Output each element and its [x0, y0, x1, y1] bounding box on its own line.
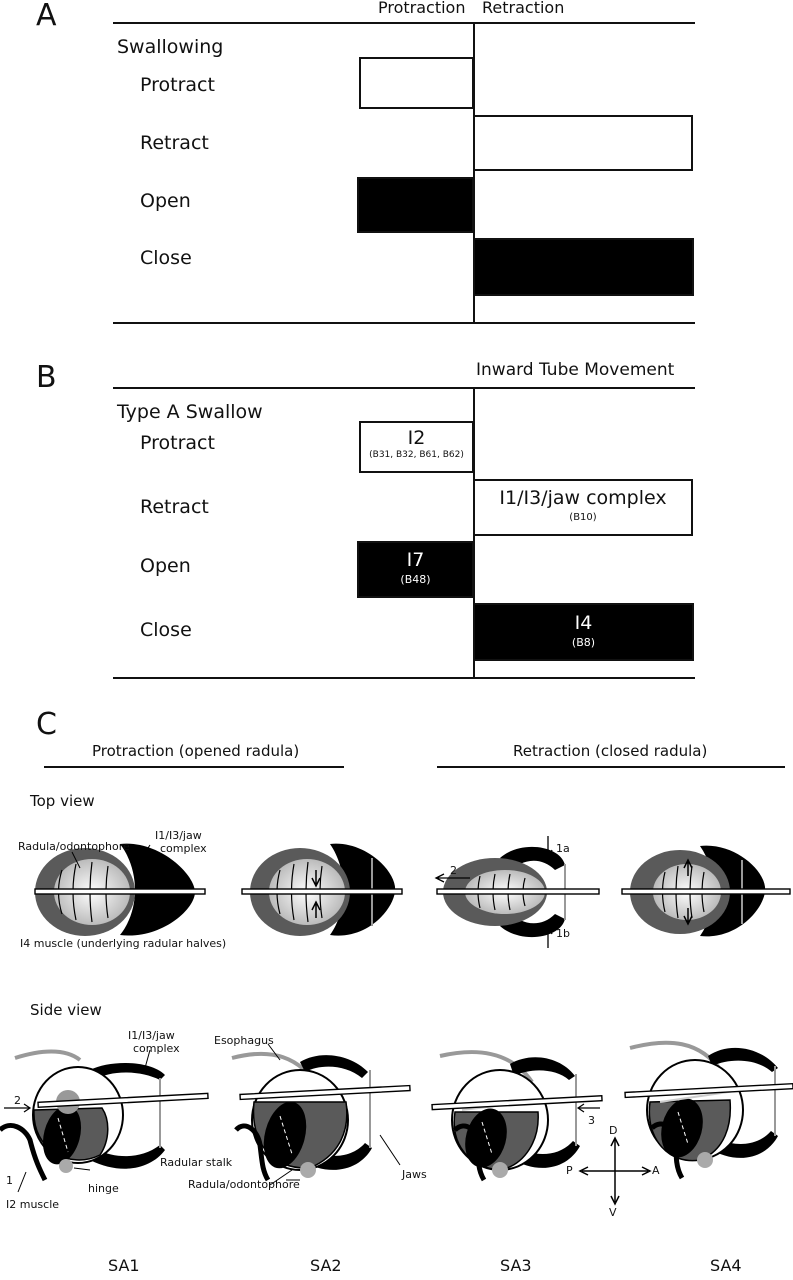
panel-a-divider [473, 22, 475, 324]
i2-neurons: (B31, B32, B61, B62) [369, 450, 464, 460]
i2-muscle-label: I2 muscle [6, 1198, 60, 1211]
compass-v-label: V [609, 1206, 617, 1219]
sa3-side-view [431, 1050, 603, 1182]
sa4-top-view [621, 845, 791, 937]
row-label-close: Close [140, 247, 192, 269]
retraction-closed-header: Retraction (closed radula) [513, 742, 708, 760]
i1-i3-jaw-bar: I1/I3/jaw complex (B10) [473, 479, 693, 536]
compass [578, 1136, 652, 1206]
retraction-header: Retraction [482, 0, 565, 17]
protract-bar [359, 57, 474, 109]
radula-odontophore-label: Radula/odontophore [18, 840, 130, 853]
i4-muscle-label: I4 muscle (underlying radular halves) [20, 937, 227, 950]
i4-neurons: (B8) [571, 636, 596, 649]
i1-i3-jaw-neurons: (B10) [569, 512, 597, 523]
sa3-top-view [434, 836, 600, 948]
inward-tube-header: Inward Tube Movement [476, 360, 675, 380]
sa1-top-view [34, 843, 206, 936]
i4-bar: I4 (B8) [473, 603, 694, 661]
right-header-rule [437, 766, 785, 768]
b-row-label-open: Open [140, 555, 191, 577]
retract-bar [473, 115, 693, 171]
panel-b-letter: B [36, 360, 57, 395]
side-arrow-2-label: 2 [14, 1094, 21, 1107]
sa2-top-view [241, 843, 403, 936]
b-row-label-protract: Protract [140, 432, 215, 454]
i2-label: I2 [407, 427, 426, 449]
close-bar [473, 238, 694, 296]
side-arrow-3-label: 3 [588, 1114, 595, 1127]
arrow-2-label: 2 [450, 864, 457, 877]
protraction-header: Protraction [378, 0, 466, 17]
compass-a-label: A [652, 1164, 660, 1177]
row-label-retract: Retract [140, 132, 209, 154]
i7-label: I7 [406, 549, 425, 571]
i7-neurons: (B48) [400, 573, 431, 586]
row-label-protract: Protract [140, 74, 215, 96]
row-label-open: Open [140, 190, 191, 212]
side-jaw-label-2: complex [133, 1042, 180, 1055]
arrow-1a-label: 1a [556, 842, 570, 855]
top-view-label: Top view [30, 792, 95, 810]
b-row-label-retract: Retract [140, 496, 209, 518]
open-bar [357, 177, 474, 233]
stage-sa4: SA4 [710, 1256, 742, 1275]
hinge-label: hinge [88, 1182, 119, 1195]
sa2-side-view [231, 1043, 411, 1186]
arrow-1b-label: 1b [556, 927, 570, 940]
stage-sa2: SA2 [310, 1256, 342, 1275]
esophagus-label: Esophagus [214, 1034, 274, 1047]
top-view-illustrations [34, 836, 791, 948]
sa4-side-view [624, 1040, 793, 1180]
stage-sa1: SA1 [108, 1256, 140, 1275]
panel-b-bottom-rule [113, 677, 695, 679]
panel-a-bottom-rule [113, 322, 695, 324]
left-header-rule [44, 766, 344, 768]
side-jaw-label-1: I1/I3/jaw [128, 1029, 175, 1042]
radular-stalk-label: Radular stalk [160, 1156, 233, 1169]
type-a-swallow-title: Type A Swallow [117, 401, 263, 423]
side-arrow-1-label: 1 [6, 1174, 13, 1187]
i1-i3-jaw-label: I1/I3/jaw complex [499, 487, 667, 509]
compass-p-label: P [566, 1164, 573, 1177]
swallowing-title: Swallowing [117, 36, 224, 58]
b-row-label-close: Close [140, 619, 192, 641]
panel-a-letter: A [36, 0, 57, 33]
stage-sa3: SA3 [500, 1256, 532, 1275]
jaws-label: Jaws [402, 1168, 427, 1181]
jaw-complex-label-2: complex [160, 842, 207, 855]
i4-label: I4 [574, 612, 593, 634]
compass-d-label: D [609, 1124, 618, 1137]
sa1-side-view [0, 1049, 209, 1193]
panel-a-top-rule [113, 22, 695, 24]
panel-c-letter: C [36, 707, 57, 742]
side-view-label: Side view [30, 1001, 102, 1019]
protraction-opened-header: Protraction (opened radula) [92, 742, 300, 760]
i2-bar: I2 (B31, B32, B61, B62) [359, 421, 474, 473]
side-view-illustrations [0, 1040, 793, 1206]
jaw-complex-label-1: I1/I3/jaw [155, 829, 202, 842]
panel-b-top-rule [113, 387, 695, 389]
radula-odontophore-side-label: Radula/odontophore [188, 1178, 300, 1191]
i7-bar: I7 (B48) [357, 541, 474, 598]
